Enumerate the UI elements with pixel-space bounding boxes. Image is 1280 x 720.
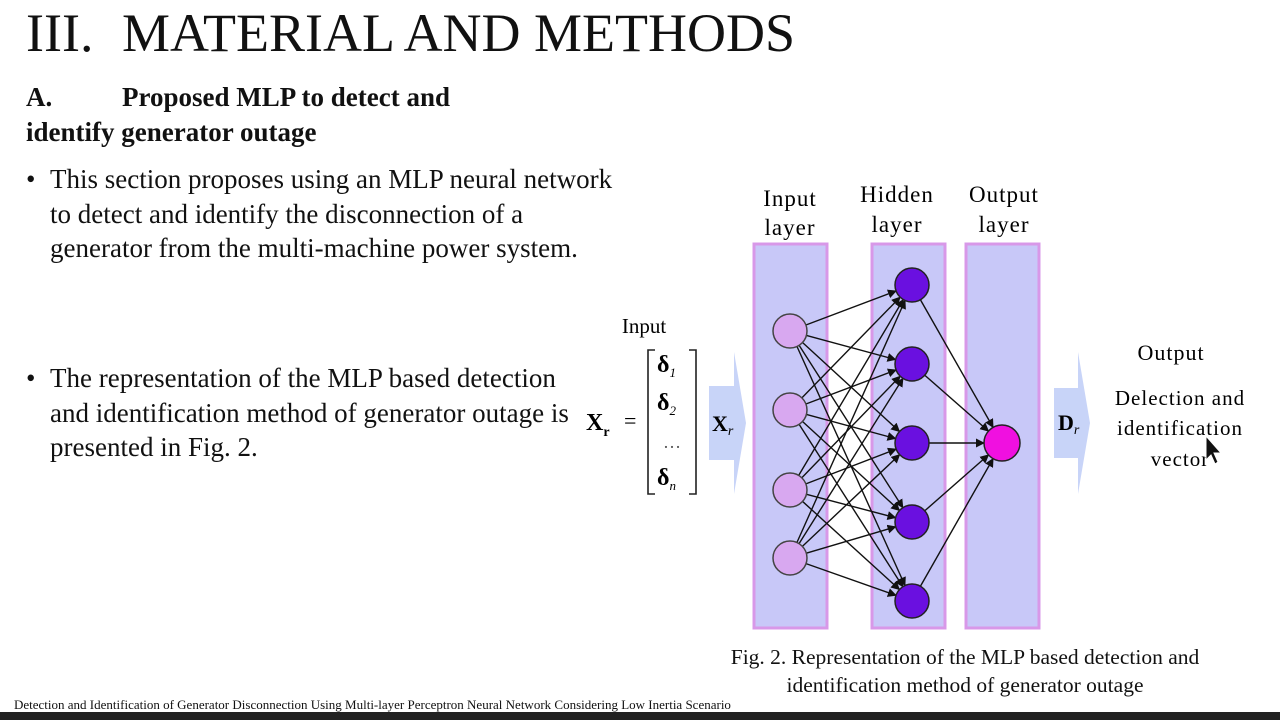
output-arrow-label: Dr (1058, 410, 1080, 438)
section-title: MATERIAL AND METHODS (122, 3, 795, 63)
subsection-title-line1: Proposed MLP to detect and (122, 82, 450, 112)
delta-n: δn (657, 465, 676, 493)
delta-1: δ1 (657, 352, 676, 380)
mouse-cursor-icon (1205, 434, 1223, 465)
input-heading: Input (622, 314, 666, 338)
connection-arrow (802, 500, 901, 591)
input-node (772, 392, 808, 428)
input-node (772, 540, 808, 576)
equals-sign: = (624, 408, 636, 433)
connection-arrow (924, 454, 990, 512)
bullet-marker: • (26, 363, 36, 393)
vector-lhs: Xr (586, 410, 610, 440)
hidden-node (894, 346, 930, 382)
output-node (983, 424, 1021, 462)
caption-line-1: Fig. 2. Representation of the MLP based … (730, 645, 1200, 669)
hidden-node (894, 583, 930, 619)
hidden-node (894, 267, 930, 303)
connection-arrow (805, 562, 897, 597)
bullet-marker: • (26, 164, 36, 194)
subsection-heading: A. Proposed MLP to detect and identify ge… (26, 80, 450, 150)
connection-arrow (801, 375, 901, 479)
network-connections (796, 289, 994, 597)
output-heading: Output (1137, 340, 1204, 365)
connection-arrow (806, 524, 897, 554)
matrix-bracket-left (647, 349, 655, 495)
connection-arrow (806, 493, 897, 520)
connection-arrow (924, 374, 990, 432)
bottom-bar (0, 712, 1280, 720)
section-number: III. (26, 3, 94, 63)
input-node (772, 472, 808, 508)
subsection-title-line2: identify generator outage (26, 117, 317, 147)
bullet-text: The representation of the MLP based dete… (50, 363, 569, 462)
figure-caption: Fig. 2. Representation of the MLP based … (650, 643, 1280, 699)
output-arrow (1054, 352, 1090, 494)
hidden-node (894, 425, 930, 461)
matrix-bracket-right (689, 349, 697, 495)
connection-arrow (798, 377, 904, 544)
connection-arrow (798, 298, 904, 476)
connection-arrow (805, 447, 897, 485)
connection-arrow (801, 454, 901, 547)
connection-arrow (919, 457, 994, 587)
vector-ellipsis: … (663, 432, 681, 452)
slide-title: III. MATERIAL AND METHODS (26, 2, 795, 64)
bullet-item: • The representation of the MLP based de… (26, 361, 586, 465)
connection-arrow (801, 296, 901, 399)
subsection-letter: A. (26, 82, 53, 112)
hidden-node (894, 504, 930, 540)
caption-line-2: identification method of generator outag… (786, 673, 1144, 697)
hidden-nodes (894, 267, 930, 619)
bullet-text: This section proposes using an MLP neura… (50, 164, 613, 263)
bullet-item: • This section proposes using an MLP neu… (26, 162, 626, 266)
slide-footer: Detection and Identification of Generato… (14, 697, 731, 712)
input-nodes (772, 313, 808, 576)
connection-arrow (796, 299, 906, 543)
connection-arrow (805, 289, 897, 326)
delta-2: δ2 (657, 390, 676, 418)
input-arrow-label: Xr (712, 411, 734, 439)
input-arrow (709, 352, 746, 494)
input-node (772, 313, 808, 349)
connection-arrow (919, 299, 994, 429)
